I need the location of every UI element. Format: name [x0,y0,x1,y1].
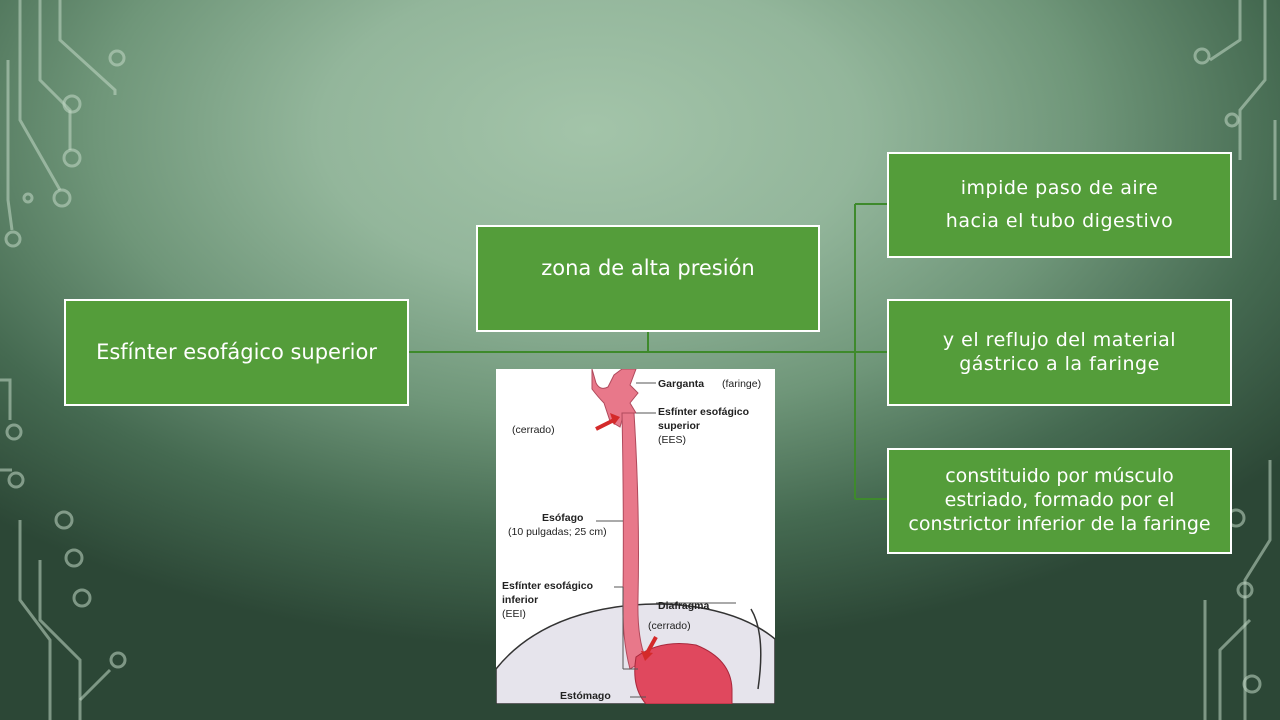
root-node-label: Esfínter esofágico superior [96,339,377,364]
label-ees-3: (EES) [658,434,686,446]
arrow-lower-icon [644,636,658,656]
label-eei-1: Esfínter esofágico [502,580,593,592]
detail-3-line-2: estriado, formado por el [944,489,1175,512]
label-eei-3: (EEI) [502,608,526,620]
label-faringe: (faringe) [722,378,761,390]
label-diafragma: Diafragma [658,600,710,612]
label-ees-2: superior [658,420,700,432]
label-eei-2: inferior [502,594,538,606]
detail-node-box-3: constituido por músculo estriado, formad… [887,448,1232,554]
detail-node-box-2: y el reflujo del material gástrico a la … [887,299,1232,406]
detail-3-line-1: constituido por músculo [945,465,1174,488]
label-cerrado-bottom: (cerrado) [648,620,691,632]
label-estomago: Estómago [560,690,611,702]
detail-2-line-2: gástrico a la faringe [959,352,1160,375]
stomach-shape [634,643,733,704]
detail-3-line-3: constrictor inferior de la faringe [908,512,1211,535]
label-esofago-length: (10 pulgadas; 25 cm) [508,526,607,538]
label-cerrado-top: (cerrado) [512,424,555,436]
label-garganta: Garganta [658,378,704,390]
esophagus-illustration-svg: Garganta (faringe) (cerrado) Esfínter es… [496,369,775,704]
detail-node-box-1: impide paso de aire hacia el tubo digest… [887,152,1232,258]
center-node-label: zona de alta presión [541,256,755,280]
detail-1-line-2: hacia el tubo digestivo [945,210,1174,232]
detail-2-line-1: y el reflujo del material [942,328,1177,351]
root-node-box: Esfínter esofágico superior [64,299,409,406]
label-esofago: Esófago [542,512,583,524]
label-ees-1: Esfínter esofágico [658,406,749,418]
detail-1-line-1: impide paso de aire [960,176,1159,199]
esophagus-illustration: Garganta (faringe) (cerrado) Esfínter es… [496,369,775,704]
center-node-box: zona de alta presión [476,225,820,332]
